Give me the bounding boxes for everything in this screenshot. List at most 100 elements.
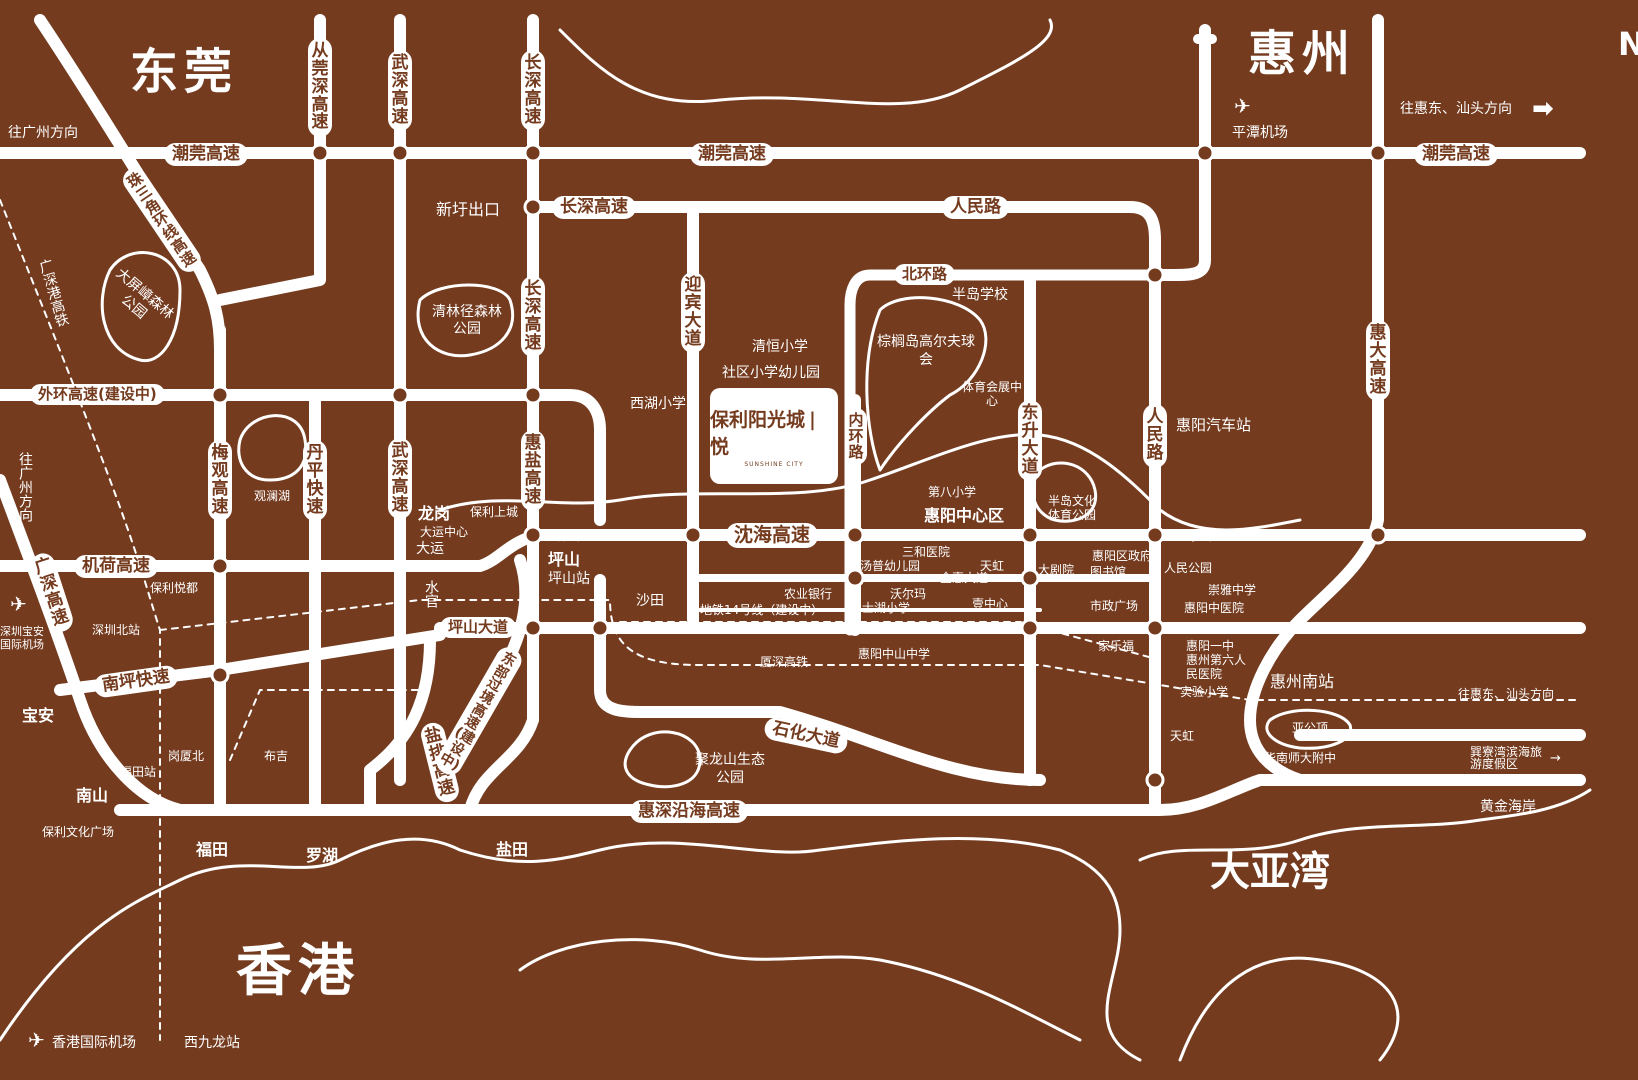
direction-xunliao: 巽寮湾滨海旅游度假区 <box>1470 745 1543 771</box>
airplane-icon: ✈ <box>1234 94 1251 118</box>
region-dayawan: 大亚湾 <box>1210 849 1330 895</box>
park-daping <box>100 251 182 363</box>
poi-renmin-park: 人民公园 <box>1164 561 1213 575</box>
poi-zonglv: 棕榈岛高尔夫球会 <box>877 334 975 368</box>
project-logo[interactable]: 保利阳光城|悦 SUNSHINE CITY <box>710 388 838 484</box>
poi-tianhong-1: 天虹 <box>980 559 1005 573</box>
arrow-right-small-icon: → <box>1550 751 1561 766</box>
rail-xiashen <box>159 599 1581 701</box>
road-guangshen <box>0 474 186 816</box>
road-yeting <box>1149 24 1211 281</box>
poi-baoli-wenhua: 保利文化广场 <box>42 825 115 839</box>
poi-huiyang-yizhong: 惠阳一中 <box>1186 639 1235 653</box>
road-label-yeting <box>1193 34 1217 44</box>
road-label-shuiguan: 水官 <box>423 580 439 608</box>
district-huiyang-center: 惠阳中心区 <box>924 506 1005 525</box>
logo-english: SUNSHINE CITY <box>744 460 804 468</box>
road-waihuan <box>0 389 606 526</box>
poi-huiyang-hospital: 惠阳中医院 <box>1184 601 1245 615</box>
junction-22 <box>210 665 230 685</box>
poi-da-juyuan: 大剧院 <box>1038 563 1075 577</box>
road-label-pingshan-dadao: 坪山大道 <box>440 617 517 638</box>
river-top <box>558 18 1053 106</box>
poi-huiyang-zhongxue: 惠阳中山中学 <box>858 647 931 661</box>
poi-qingheng: 清恒小学 <box>752 339 808 355</box>
poi-futian-station: 福田站 <box>120 765 157 779</box>
district-yantian: 盐田 <box>496 840 529 859</box>
poi-huizhou-6th: 惠州第六人民医院 <box>1186 653 1247 681</box>
poi-huizhou-south: 惠州南站 <box>1270 672 1335 691</box>
poi-yagongding: 亚公顶 <box>1292 721 1329 735</box>
road-huishen <box>114 774 1586 816</box>
poi-shihu: 士湖小学 <box>862 601 911 615</box>
poi-huanan-shida: 华南师大附中 <box>1264 751 1337 765</box>
direction-guangzhou-top: 往广州方向 <box>8 125 78 141</box>
direction-guangzhou-left: 往广州方向 <box>17 452 33 522</box>
logo-project: 阳光城 <box>748 408 806 431</box>
junction-25 <box>1145 770 1165 790</box>
poi-dayun: 大运 <box>416 541 444 557</box>
road-label-yingbin: 迎宾大道 <box>681 272 705 354</box>
poi-tushuguan: 图书馆 <box>1090 565 1127 579</box>
arrow-right-icon: ➡ <box>1532 94 1554 124</box>
road-label-danping: 丹平快速 <box>303 440 327 522</box>
city-huizhou: 惠州 <box>1248 26 1357 82</box>
road-label-chaoguan-3: 潮莞高速 <box>1414 143 1498 166</box>
road-label-chaoguan-1: 潮莞高速 <box>164 143 248 166</box>
coastline-dayawan <box>1138 788 1592 862</box>
road-label-dongsheng: 东升大道 <box>1018 400 1042 482</box>
north-arrow: N <box>1618 25 1638 63</box>
road-label-xiashen: 厦深高铁 <box>760 655 809 669</box>
poi-shiyan: 实验小学 <box>1180 685 1229 699</box>
road-label-jinhui: 金惠大道 <box>940 571 989 585</box>
road-label-shenhai: 沈海高速 <box>726 523 819 548</box>
district-futian: 福田 <box>196 840 229 859</box>
road-yanpai <box>364 634 436 816</box>
poi-tianhong-2: 天虹 <box>1170 729 1195 743</box>
junction-23 <box>845 568 865 588</box>
junction-3 <box>523 143 543 163</box>
poi-dayun-center: 大运中心 <box>420 525 469 539</box>
poi-tiyu-huizhan: 体育会展中心 <box>962 380 1023 409</box>
poi-julongshan: 聚龙山生态公园 <box>695 752 765 786</box>
poi-baoan-airport: 深圳宝安国际机场 <box>0 625 44 651</box>
road-label-changshen-v-mid: 长深高速 <box>521 276 545 358</box>
district-pingshan: 坪山 <box>548 550 581 569</box>
district-luohu: 罗湖 <box>306 846 339 865</box>
direction-huidong-top: 往惠东、汕头方向 <box>1400 101 1512 117</box>
poi-baoli-yuedu: 保利悦都 <box>150 581 199 595</box>
poi-shenzhen-north: 深圳北站 <box>92 623 141 637</box>
poi-shequ: 社区小学幼儿园 <box>722 365 820 381</box>
junction-15 <box>1020 525 1040 545</box>
road-label-wushen-mid: 武深高速 <box>388 438 412 520</box>
junction-19 <box>590 618 610 638</box>
poi-huangjin: 黄金海岸 <box>1480 799 1536 815</box>
park-julong <box>623 730 702 789</box>
rail-metro14 <box>619 621 1161 661</box>
junction-21 <box>1145 618 1165 638</box>
road-changshen-h <box>524 201 1161 786</box>
poi-bandao-school: 半岛学校 <box>952 287 1008 303</box>
road-label-renmin-v: 人民路 <box>1143 404 1167 468</box>
poi-gangxiabei: 岗厦北 <box>168 749 205 763</box>
poi-pingtan-airport: 平潭机场 <box>1232 125 1288 141</box>
road-label-waihuan: 外环高速(建设中) <box>30 384 165 405</box>
rail-metro-west <box>229 689 421 761</box>
junction-16 <box>1145 525 1165 545</box>
junction-20 <box>1020 618 1040 638</box>
junction-7 <box>1145 265 1165 285</box>
city-dongguan: 东莞 <box>130 44 239 100</box>
road-shihua <box>594 574 1046 786</box>
poi-woerma: 沃尔玛 <box>890 587 927 601</box>
road-label-meiguan: 梅观高速 <box>208 440 232 522</box>
coastline-inner <box>518 938 1082 1042</box>
park-golf <box>865 296 988 472</box>
road-label-renmin-h: 人民路 <box>942 196 1009 219</box>
poi-bandao-wenhua: 半岛文化体育公园 <box>1047 494 1096 523</box>
junction-8 <box>210 385 230 405</box>
poi-sanhe-hospital: 三和医院 <box>902 545 951 559</box>
poi-diba: 第八小学 <box>928 485 977 499</box>
poi-huiyang-bus: 惠阳汽车站 <box>1176 416 1252 434</box>
airplane-icon: ✈ <box>10 592 27 616</box>
